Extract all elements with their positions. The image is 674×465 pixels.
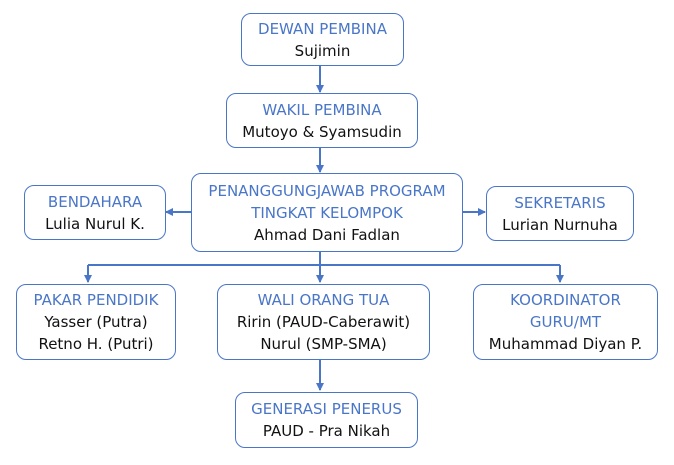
role-dewan-pembina: DEWAN PEMBINA bbox=[258, 19, 387, 38]
box-bendahara: BENDAHARA Lulia Nurul K. bbox=[24, 185, 166, 240]
role-wali-orang-tua: WALI ORANG TUA bbox=[257, 291, 390, 309]
role-koordinator-line1: KOORDINATOR bbox=[510, 291, 621, 309]
box-wali-orang-tua: WALI ORANG TUA Ririn (PAUD-Caberawit) Nu… bbox=[217, 284, 430, 360]
box-penanggungjawab: PENANGGUNGJAWAB PROGRAM TINGKAT KELOMPOK… bbox=[191, 173, 463, 252]
person-generasi-penerus: PAUD - Pra Nikah bbox=[262, 422, 391, 440]
box-sekretaris: SEKRETARIS Lurian Nurnuha bbox=[486, 186, 634, 241]
person-pakar-putra: Yasser (Putra) bbox=[44, 313, 148, 331]
box-dewan-pembina: DEWAN PEMBINA Sujimin bbox=[241, 13, 404, 66]
person-wali-smp: Nurul (SMP-SMA) bbox=[260, 335, 387, 353]
person-sekretaris: Lurian Nurnuha bbox=[502, 215, 618, 234]
person-wakil-pembina: Mutoyo & Syamsudin bbox=[242, 122, 402, 141]
person-dewan-pembina: Sujimin bbox=[294, 41, 351, 60]
box-generasi-penerus: GENERASI PENERUS PAUD - Pra Nikah bbox=[235, 392, 418, 448]
person-bendahara: Lulia Nurul K. bbox=[45, 214, 145, 233]
role-koordinator-line2: GURU/MT bbox=[529, 313, 602, 331]
role-penanggungjawab-line1: PENANGGUNGJAWAB PROGRAM bbox=[208, 181, 446, 200]
person-wali-paud: Ririn (PAUD-Caberawit) bbox=[236, 313, 411, 331]
box-pakar-pendidik: PAKAR PENDIDIK Yasser (Putra) Retno H. (… bbox=[16, 284, 176, 360]
person-koordinator: Muhammad Diyan P. bbox=[488, 335, 643, 353]
role-sekretaris: SEKRETARIS bbox=[514, 193, 606, 212]
role-penanggungjawab-line2: TINGKAT KELOMPOK bbox=[251, 203, 403, 222]
box-koordinator: KOORDINATOR GURU/MT Muhammad Diyan P. bbox=[473, 284, 658, 360]
person-penanggungjawab: Ahmad Dani Fadlan bbox=[254, 225, 400, 244]
role-wakil-pembina: WAKIL PEMBINA bbox=[262, 100, 382, 119]
role-pakar-pendidik: PAKAR PENDIDIK bbox=[33, 291, 159, 309]
box-wakil-pembina: WAKIL PEMBINA Mutoyo & Syamsudin bbox=[226, 93, 418, 148]
role-generasi-penerus: GENERASI PENERUS bbox=[251, 400, 402, 418]
role-bendahara: BENDAHARA bbox=[47, 192, 143, 211]
person-pakar-putri: Retno H. (Putri) bbox=[38, 335, 154, 353]
